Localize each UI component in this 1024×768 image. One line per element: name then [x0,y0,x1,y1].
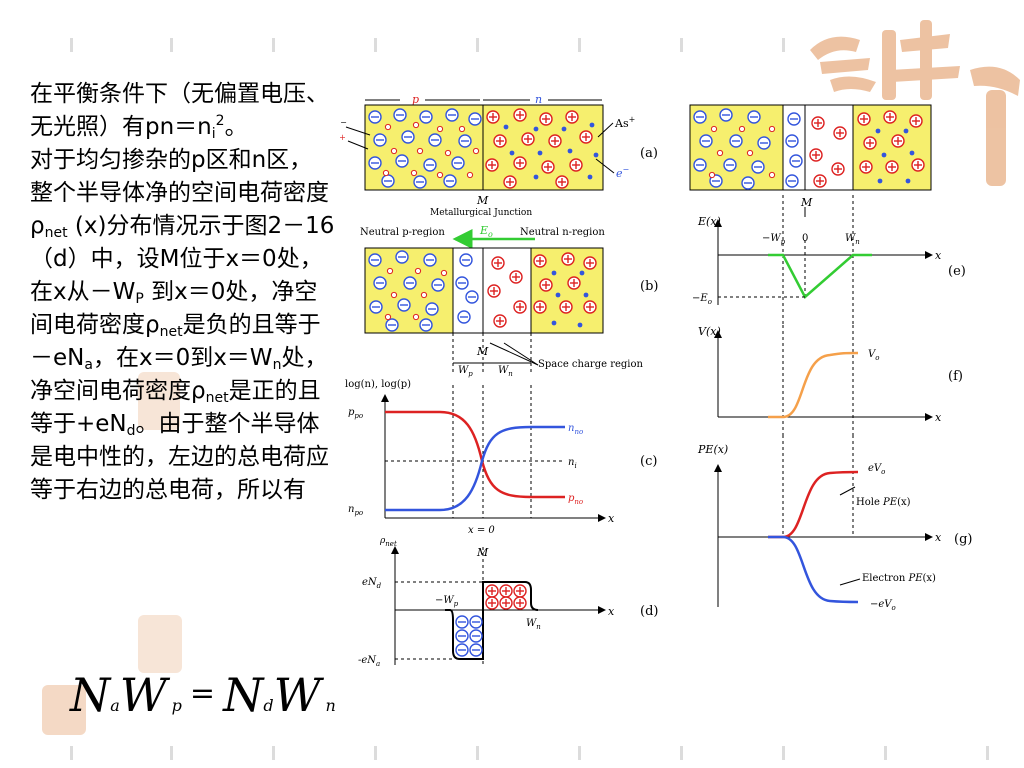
panel-g-x-label: x [935,531,942,544]
panel-f: V(x) x Vo (f) [698,325,963,435]
pno-label: pno [568,493,583,506]
e-zero-label: 0 [802,233,808,244]
hole-pointer [347,140,369,150]
electron-PE-pointer [839,578,861,586]
npo-label: npo [348,504,363,517]
electron-label: e− [616,165,629,180]
balance-formula: NaW p=NdW n [70,668,336,722]
panel-c: log(n), log(p) x ppo npo nno ni pno x = … [345,379,657,536]
e-neg-wp-label: −Wp [762,233,786,246]
donor-pointer [597,122,614,138]
right-M-label: M [800,196,813,209]
donor-label: As+ [614,115,635,130]
rho-net-label: ρnet [379,536,397,548]
explanation-text: 在平衡条件下（无偏置电压、无光照）有pn＝ni2。 对于均匀掺杂的p区和n区，整… [30,78,335,507]
potential-profile [768,351,859,419]
panel-c-tag: (c) [640,454,657,469]
electron-pointer [595,158,615,174]
neg-eVo-label: −eVo [870,599,896,612]
e-wn-label: Wn [845,233,860,246]
eVo-label: eVo [868,463,885,476]
decorative-seal-logo [790,0,1024,190]
PE-axis-label: PE(x) [697,443,728,456]
E-axis-label: E(x) [697,215,721,228]
electric-field-profile [768,253,872,299]
neutral-n-label: Neutral n-region [520,227,605,238]
eNd-label: eNd [362,577,382,590]
paragraph-1: 在平衡条件下（无偏置电压、无光照）有pn＝ni2。 [30,81,329,142]
panel-f-x-label: x [935,411,942,424]
charge-density-profile [445,581,539,660]
neutral-p-label: Neutral p-region [360,227,445,238]
hole-PE-pointer [839,486,856,496]
ni-label: ni [568,457,577,470]
panel-d-x-label: x [608,605,615,618]
panel-a: p n B− h+ As+ e− [340,93,658,218]
panel-d-M-label: M [476,546,489,559]
hole-PE-profile [768,470,859,539]
panel-b-tag: (b) [640,279,658,294]
neg-eNa-label: -eNa [358,655,380,668]
nno-label: nno [568,423,583,436]
Vo-label: Vo [868,349,879,362]
scr-pointer-2 [503,342,539,366]
scr-pointer-1 [489,342,539,366]
panel-c-x-label: x [608,512,615,525]
wn-label: Wn [498,365,513,378]
space-charge-region-label: Space charge region [538,359,644,370]
decorative-seal-small-3 [42,685,86,735]
panel-d-charges [455,584,527,657]
hole-label: h+ [340,133,346,148]
panel-g: PE(x) x eVo Hole PE(x) Electron PE(x) −e… [697,435,972,612]
field-Eo-label: Eo [479,224,493,239]
hole-PE-label: Hole PE(x) [856,497,911,508]
neg-Eo-label: −Eo [692,293,712,306]
panel-g-tag: (g) [954,532,972,547]
p-label: p [412,93,419,106]
acceptor-pointer [345,126,371,136]
right-depletion-n-block [804,104,854,191]
panel-a-tag: (a) [640,146,658,161]
panel-e-tag: (e) [948,264,966,279]
pn-junction-figure-left: p n B− h+ As+ e− [340,93,658,668]
electron-PE-label: Electron PE(x) [862,573,936,584]
panel-b: Neutral p-region Eo Neutral n-region (b)… [360,224,658,378]
decorative-seal-small-1 [138,372,180,430]
panel-d: ρnet M x eNd −Wp Wn -eNa (d) [358,536,658,668]
junction-M-label: M [476,194,489,207]
electron-PE-profile [768,535,859,604]
electron-concentration-curve [385,425,565,512]
paragraph-2: 对于均匀掺杂的p区和n区，整个半导体净的空间电荷密度ρnet (x)分布情况示于… [30,147,335,503]
seal-art [810,20,1020,186]
wp-label: Wp [458,365,473,378]
pn-junction-figure-right: M E(x) x −Wp 0 Wn −Eo (e) V(x) x Vo (f) … [689,104,972,612]
n-region-block [482,104,604,191]
right-junction-block: M [689,104,932,209]
neg-wp-label: −Wp [435,595,459,608]
n-label: n [535,93,542,106]
decorative-seal-small-2 [138,615,182,673]
panel-f-tag: (f) [948,369,963,384]
V-axis-label: V(x) [698,325,721,338]
panel-b-M-label: M [476,345,489,358]
log-axis-label: log(n), log(p) [345,379,411,390]
metallurgical-junction-label: Metallurgical Junction [430,208,532,218]
panel-d-wn-label: Wn [526,618,541,631]
panel-e: E(x) x −Wp 0 Wn −Eo (e) [692,195,966,325]
x-equals-zero-label: x = 0 [468,525,495,536]
panel-d-tag: (d) [640,604,658,619]
panel-e-x-label: x [935,249,942,262]
acceptor-label: B− [340,118,347,133]
ppo-label: ppo [348,407,363,420]
